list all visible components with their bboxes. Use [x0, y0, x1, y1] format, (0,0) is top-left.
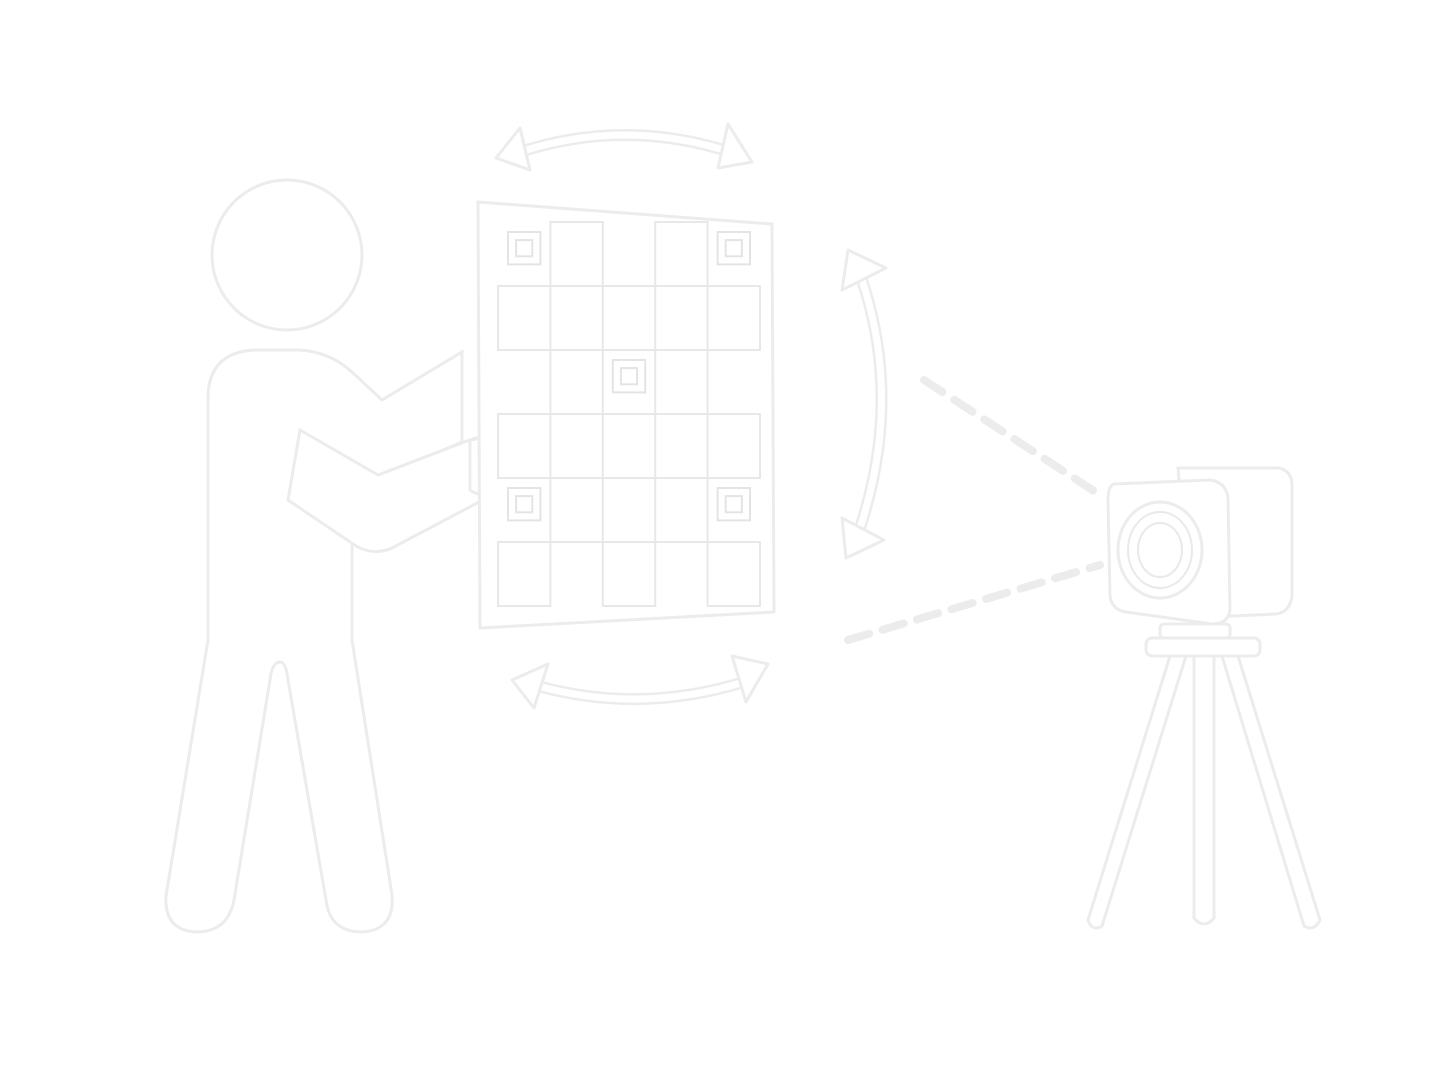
- board-square: [706, 413, 761, 479]
- board-marker-core: [724, 495, 743, 514]
- board-marker-core: [515, 239, 534, 258]
- person-icon: [164, 178, 518, 934]
- board-square: [601, 541, 657, 607]
- board-checker-grid: [497, 221, 761, 607]
- board-marker-core: [724, 239, 743, 258]
- calibration-board-icon: [476, 200, 776, 630]
- board-square: [549, 477, 604, 543]
- arrow-right-head-bottom: [840, 516, 886, 560]
- person-head: [210, 178, 364, 332]
- arrow-top-head-right: [716, 122, 754, 170]
- arrow-right-head-top: [840, 248, 888, 292]
- board-square: [601, 413, 657, 479]
- board-markers: [507, 231, 751, 522]
- board-square: [654, 349, 709, 415]
- sight-line-upper: [920, 376, 1104, 499]
- board-square: [654, 477, 709, 543]
- board-square: [706, 285, 761, 351]
- rotate-arrow-icon: [494, 122, 888, 710]
- board-square: [497, 541, 552, 607]
- board-square: [549, 221, 604, 287]
- board-square: [706, 541, 761, 607]
- board-square: [549, 349, 604, 415]
- board-marker-core: [619, 367, 639, 386]
- arrow-bottom-head-right: [730, 654, 770, 704]
- board-square: [601, 285, 657, 351]
- tripod-leg-left: [1086, 654, 1189, 930]
- tripod-leg-center: [1192, 654, 1216, 926]
- board-square: [497, 413, 552, 479]
- arrow-top-head-left: [494, 126, 532, 172]
- tripod-leg-right: [1219, 654, 1322, 930]
- camera-icon: [1106, 466, 1294, 626]
- tripod-head: [1144, 636, 1262, 658]
- sight-line-lower: [844, 561, 1104, 644]
- tripod-icon: [1086, 622, 1322, 930]
- camera-lens-inner: [1137, 522, 1183, 578]
- tripod-mount: [1158, 622, 1232, 640]
- board-marker-core: [515, 495, 534, 514]
- board-square: [654, 221, 709, 287]
- board-marker: [716, 487, 751, 522]
- sight-line-icon: [844, 376, 1104, 644]
- arrow-bottom-head-left: [510, 662, 550, 710]
- board-square: [497, 285, 552, 351]
